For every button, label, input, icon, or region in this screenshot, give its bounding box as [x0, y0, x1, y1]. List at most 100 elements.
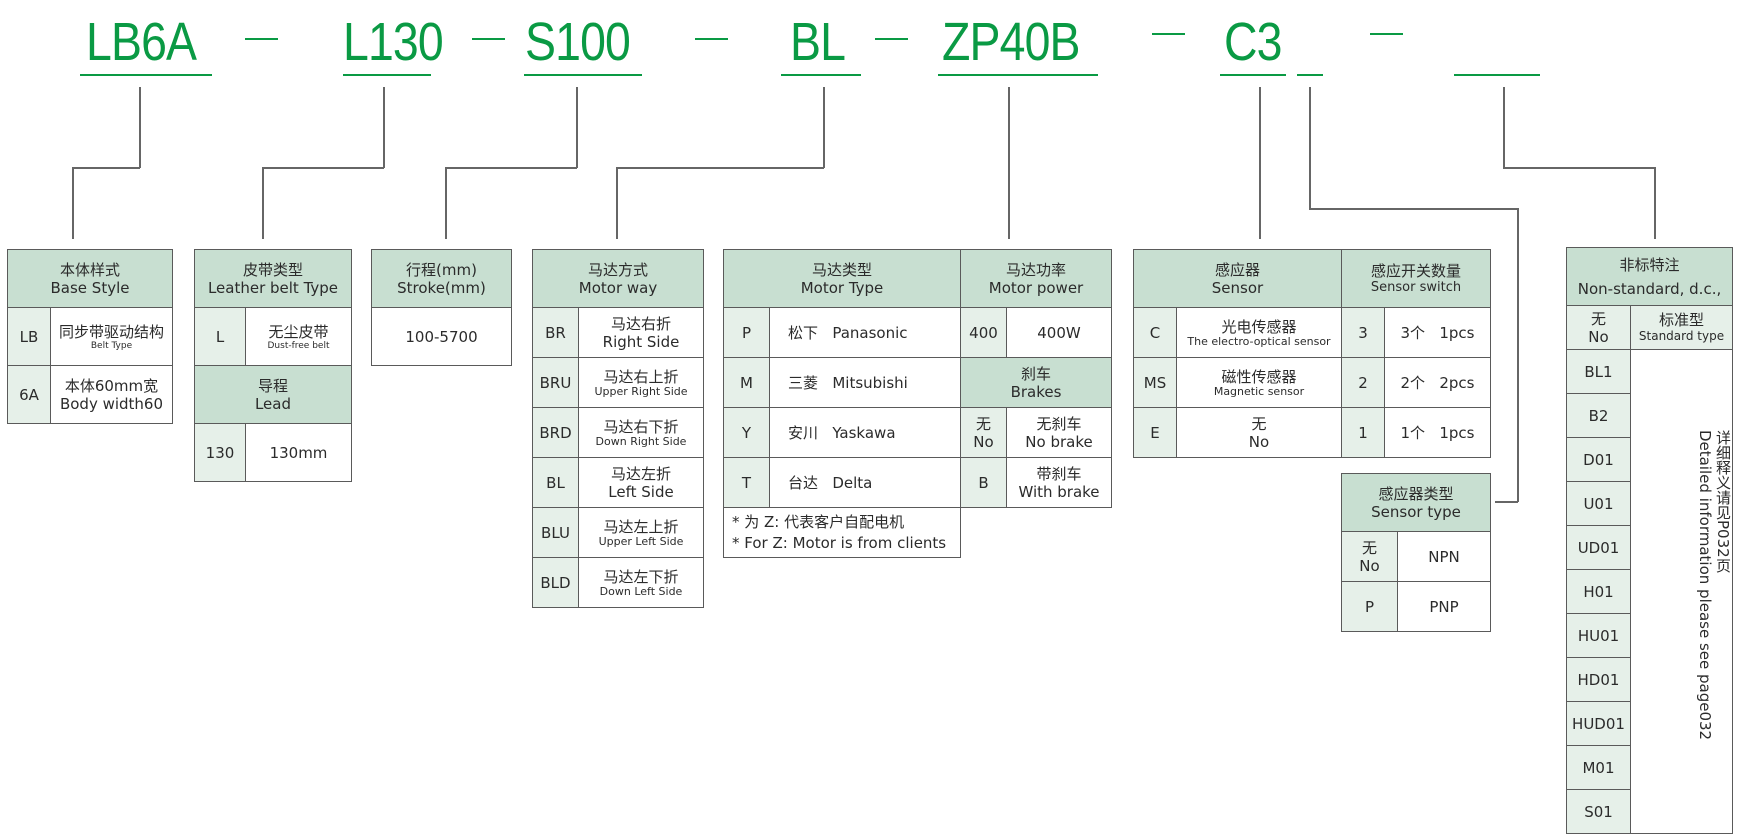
- table-row: P PNP: [1341, 581, 1491, 632]
- option-code: BRU: [532, 357, 579, 408]
- connector-line: [383, 87, 385, 168]
- connector-line: [616, 167, 824, 169]
- code-base-style: LB6A: [86, 12, 197, 72]
- motor-type-note: * 为 Z: 代表客户自配电机* For Z: Motor is from cl…: [723, 507, 961, 558]
- option-code: 2: [1341, 357, 1385, 408]
- connector-line: [1503, 167, 1655, 169]
- code-stroke: S100: [525, 12, 631, 72]
- option-code: D01: [1566, 437, 1631, 482]
- option-code: BLU: [532, 507, 579, 558]
- connector-line: [445, 167, 577, 169]
- option-code: U01: [1566, 481, 1631, 526]
- option-code: 400: [960, 307, 1007, 358]
- connector-line: [1008, 87, 1010, 239]
- table-row: M 三菱 Mitsubishi: [723, 357, 961, 408]
- separator-dash: [472, 38, 505, 40]
- code-underline: [781, 74, 861, 76]
- option-code: BL1: [1566, 349, 1631, 394]
- option-code: BRD: [532, 407, 579, 458]
- option-code: M01: [1566, 745, 1631, 790]
- table-row: T 台达 Delta: [723, 457, 961, 508]
- option-code: C: [1133, 307, 1177, 358]
- table-row: M01: [1566, 745, 1733, 790]
- connector-line: [1495, 501, 1518, 503]
- option-code: E: [1133, 407, 1177, 458]
- separator-dash: [875, 38, 908, 40]
- connector-line: [1503, 87, 1505, 168]
- option-code: P: [1341, 581, 1398, 632]
- table-row: HU01: [1566, 613, 1733, 658]
- table-row: 1 1个 1pcs: [1341, 407, 1491, 458]
- connector-line: [1259, 87, 1261, 239]
- table-row: B2: [1566, 393, 1733, 438]
- separator-dash: [1370, 33, 1403, 35]
- option-code: T: [723, 457, 770, 508]
- code-motor-way: BL: [790, 12, 846, 72]
- option-code: MS: [1133, 357, 1177, 408]
- option-code: B: [960, 457, 1007, 508]
- code-underline-sensor-type: [1297, 74, 1323, 76]
- table-row: HUD01: [1566, 701, 1733, 746]
- stroke-range: 100-5700: [371, 307, 512, 366]
- option-code: 130: [194, 423, 246, 482]
- option-code: H01: [1566, 569, 1631, 614]
- option-code: Y: [723, 407, 770, 458]
- connector-line: [823, 87, 825, 168]
- table-row: H01: [1566, 569, 1733, 614]
- option-code: BL: [532, 457, 579, 508]
- table-row: 2 2个 2pcs: [1341, 357, 1491, 408]
- code-underline: [938, 74, 1098, 76]
- table-row: D01: [1566, 437, 1733, 482]
- stroke-header: 行程(mm)Stroke(mm): [371, 249, 512, 308]
- code-motor: ZP40B: [942, 12, 1081, 72]
- option-code: LB: [7, 307, 51, 366]
- code-belt-lead: L130: [343, 12, 444, 72]
- stroke-table: 行程(mm)Stroke(mm) 100-5700: [371, 249, 512, 366]
- connector-line: [72, 167, 140, 169]
- connector-line: [139, 87, 141, 168]
- option-code: L: [194, 307, 246, 366]
- code-underline-non-standard: [1454, 74, 1540, 76]
- separator-dash: [1152, 33, 1185, 35]
- separator-dash: [245, 38, 278, 40]
- option-code: S01: [1566, 789, 1631, 834]
- code-underline: [524, 74, 642, 76]
- option-code: M: [723, 357, 770, 408]
- option-code: BR: [532, 307, 579, 358]
- option-code: HU01: [1566, 613, 1631, 658]
- table-row: P 松下 Panasonic: [723, 307, 961, 358]
- code-underline: [1220, 74, 1286, 76]
- table-row: 3 3个 1pcs: [1341, 307, 1491, 358]
